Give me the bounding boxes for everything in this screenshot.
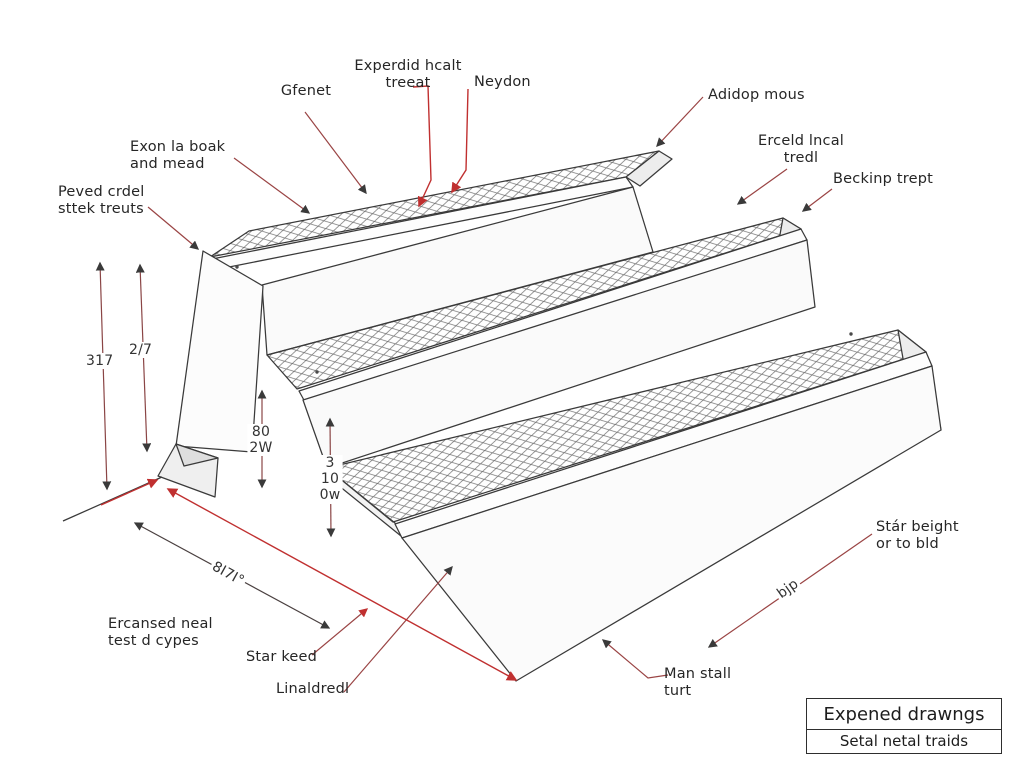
dim-label-317: 317 bbox=[84, 353, 116, 370]
dim-label-0w: 0w bbox=[319, 487, 341, 504]
step-1-top bbox=[209, 150, 673, 356]
dim-label-2w: 2W bbox=[249, 440, 273, 457]
label-stair-height-line1: Stár beight bbox=[876, 519, 959, 535]
step-2-middle bbox=[266, 217, 816, 469]
leader-star-keed bbox=[311, 608, 369, 656]
dim-317 bbox=[95, 261, 112, 491]
label-erceld: Erceld lncal tredl bbox=[758, 133, 844, 167]
label-ercansed: Ercansed neal test d cypes bbox=[108, 616, 213, 650]
label-experdid: Experdid hcalt treeat bbox=[354, 58, 461, 92]
title-block-line2: Setal netal traids bbox=[839, 732, 969, 750]
title-block: Expened drawngs Setal netal traids bbox=[806, 698, 1002, 754]
label-exon-line2: and mead bbox=[130, 155, 205, 172]
leader-becking bbox=[801, 188, 833, 212]
drop-experdid bbox=[412, 85, 432, 208]
label-star-keed: Star keed bbox=[246, 649, 318, 665]
label-man-stall-line1: Man stall bbox=[664, 666, 732, 682]
label-linaldredl: Linaldredl bbox=[276, 681, 350, 697]
dim-label-80-2w: 80 2W bbox=[247, 424, 275, 457]
label-stair-height: Stár beight or to bld bbox=[876, 519, 959, 553]
red-drop-lines bbox=[100, 85, 518, 681]
label-man-stall-line2: turt bbox=[664, 682, 692, 699]
dim-label-27: 2/7 bbox=[127, 342, 155, 359]
label-becking: Beckinp trept bbox=[833, 171, 934, 187]
dim-label-3: 3 bbox=[325, 455, 335, 471]
leader-man-stall bbox=[601, 639, 669, 679]
label-stair-height-line2: or to bld bbox=[876, 535, 939, 552]
left-stringer-plate bbox=[62, 250, 264, 522]
label-experdid-line1: Experdid hcalt bbox=[354, 58, 462, 74]
label-peved-line1: Peved crdel bbox=[58, 184, 145, 200]
leader-gfenet bbox=[304, 111, 367, 195]
leader-erceld bbox=[736, 168, 788, 205]
dim-label-80: 80 bbox=[251, 424, 271, 440]
label-gfenet: Gfenet bbox=[280, 83, 332, 99]
label-adidop: Adidop mous bbox=[708, 87, 805, 103]
red-base-short bbox=[100, 478, 159, 506]
label-ercansed-line1: Ercansed neal bbox=[108, 616, 213, 632]
label-man-stall: Man stall turt bbox=[664, 666, 731, 700]
leader-adidop bbox=[656, 96, 704, 147]
dim-label-10: 10 bbox=[320, 471, 340, 488]
leader-peved bbox=[147, 206, 200, 250]
bolt-dots bbox=[235, 265, 853, 374]
label-ercansed-line2: test d cypes bbox=[108, 632, 199, 649]
label-erceld-line2: tredl bbox=[783, 149, 819, 166]
label-peved: Peved crdel sttek treuts bbox=[58, 184, 145, 218]
red-base-edge bbox=[166, 488, 518, 681]
label-exon: Exon la boak and mead bbox=[130, 139, 225, 173]
label-erceld-line1: Erceld lncal bbox=[757, 133, 845, 149]
label-peved-line2: sttek treuts bbox=[58, 200, 144, 217]
label-exon-line1: Exon la boak bbox=[130, 139, 226, 155]
drop-neydon bbox=[451, 88, 469, 194]
dim-label-3-10-0w: 3 10 0w bbox=[317, 455, 343, 504]
label-experdid-line2: treeat bbox=[385, 74, 431, 91]
leader-exon bbox=[233, 157, 311, 214]
title-block-line1: Expened drawngs bbox=[807, 699, 1001, 730]
label-neydon: Neydon bbox=[474, 74, 531, 90]
leader-linaldredl bbox=[343, 565, 453, 693]
